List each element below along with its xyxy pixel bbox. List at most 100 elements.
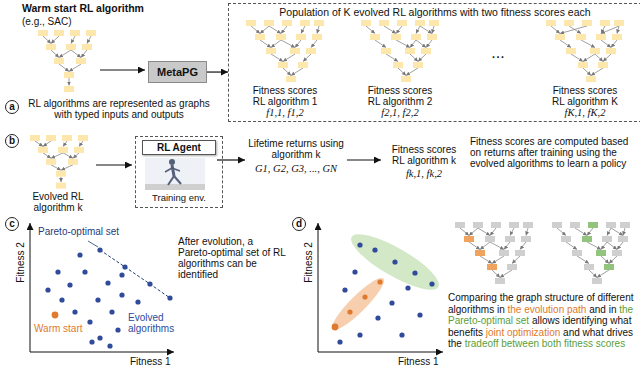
algorithm-graph: [246, 20, 324, 82]
algorithm-graph: [546, 20, 624, 82]
graph-node: [499, 250, 509, 256]
label-slot: Fitness 1: [398, 356, 439, 367]
graph-node: [276, 34, 286, 40]
node-text: Population of K evolved RL algorithms wi…: [229, 7, 640, 19]
score-text: fk,1, fk,2: [384, 168, 464, 180]
algorithm-graph: [361, 20, 439, 82]
graph-edge: [384, 26, 396, 34]
graph-node: [515, 250, 525, 256]
graph-node: [246, 20, 256, 26]
graph-node: [598, 62, 608, 68]
graph-node: [66, 44, 76, 50]
graph-node: [564, 20, 574, 26]
graph-edge: [63, 141, 67, 146]
graph-edge: [432, 26, 434, 34]
graph-node: [415, 20, 425, 26]
algorithm-dot: [405, 285, 410, 290]
graph-edge: [520, 242, 526, 250]
caption-text: joint optimization: [486, 327, 560, 338]
graph-edge: [79, 141, 83, 146]
label-text: Fitness 1: [398, 356, 439, 367]
graph-node: [509, 222, 519, 228]
algorithm-dot: [59, 297, 64, 302]
graph-edge: [303, 54, 311, 62]
node-text: Training env.: [136, 193, 222, 203]
flow-arrow: [347, 159, 381, 160]
graph-node: [38, 30, 48, 36]
algorithm-dot: [392, 259, 397, 264]
axis: [30, 223, 31, 352]
graph-node: [300, 20, 310, 26]
label-text: (e.g., SAC): [22, 16, 71, 27]
panel-letter: d: [292, 217, 306, 231]
graph-edge: [61, 177, 62, 182]
node-text: RL Agent: [143, 142, 215, 153]
graph-edge: [601, 26, 619, 34]
label-text: Evolved RL algorithm k: [18, 191, 98, 213]
caption-text: tradeoff between both fitness scores: [465, 338, 625, 349]
algorithm-graph: [30, 135, 88, 189]
graph-edge: [490, 242, 504, 250]
score-text: fK,1, fK,2: [545, 107, 625, 119]
graph-edge: [43, 36, 51, 44]
graph-node: [74, 147, 84, 153]
graph-edge: [396, 26, 402, 34]
graph-edge: [490, 228, 496, 236]
graph-node: [507, 264, 517, 270]
env-sky: [145, 158, 205, 190]
graph-node: [56, 171, 66, 177]
algorithm-dot: [77, 252, 82, 257]
graph-node: [464, 236, 474, 242]
algorithm-dot: [147, 281, 152, 286]
graph-edge: [406, 68, 418, 76]
algorithm-dot: [337, 339, 342, 344]
algorithm-dot: [107, 343, 112, 348]
label-text: Lifetime returns using algorithm k: [248, 138, 344, 160]
panel-letter-text: d: [293, 218, 305, 230]
algorithm-dot: [342, 287, 347, 292]
graph-edge: [43, 141, 51, 146]
graph-edge: [51, 36, 59, 44]
process-box: MetaPG: [148, 61, 207, 83]
graph-node: [582, 236, 592, 242]
label-slot: Fitness scores RL algorithm 2: [360, 85, 440, 107]
graph-edge: [269, 26, 281, 34]
label-text: Fitness scores RL algorithm 1: [245, 85, 325, 107]
graph-node: [401, 76, 411, 82]
axis: [318, 352, 443, 353]
graph-edge: [617, 242, 623, 250]
graph-node: [485, 236, 495, 242]
graph-node: [411, 34, 421, 40]
graph-node: [68, 159, 78, 165]
graph-edge: [410, 54, 418, 62]
node-text: MetaPG: [157, 66, 198, 78]
graph-node: [596, 34, 606, 40]
graph-node: [413, 62, 423, 68]
label-slot: RL algorithms are represented as graphs …: [24, 98, 214, 120]
algorithm-dot: [429, 281, 434, 286]
robot-arm: [172, 168, 180, 171]
graph-edge: [398, 68, 406, 76]
graph-edge: [375, 40, 386, 48]
robot-arm: [165, 168, 172, 172]
algorithm-dot: [119, 292, 124, 297]
graph-node: [314, 20, 324, 26]
graph-node: [286, 76, 296, 82]
label-slot: G1, G2, G3, ..., GN: [248, 163, 344, 175]
graph-edge: [69, 64, 81, 72]
algorithm-dot: [135, 299, 140, 304]
graph-edge: [500, 270, 512, 278]
graph-edge: [291, 68, 303, 76]
environment-box: Training env. RL Agent: [135, 136, 223, 208]
graph-node: [298, 62, 308, 68]
algorithm-graph: [552, 222, 630, 284]
panel-letter: c: [5, 217, 19, 231]
graph-edge: [504, 242, 510, 250]
graph-edge: [366, 26, 375, 34]
robot-leg: [174, 176, 181, 184]
graph-node: [475, 250, 485, 256]
graph-edge: [251, 26, 260, 34]
graph-node: [473, 222, 483, 228]
graph-edge: [597, 270, 609, 278]
